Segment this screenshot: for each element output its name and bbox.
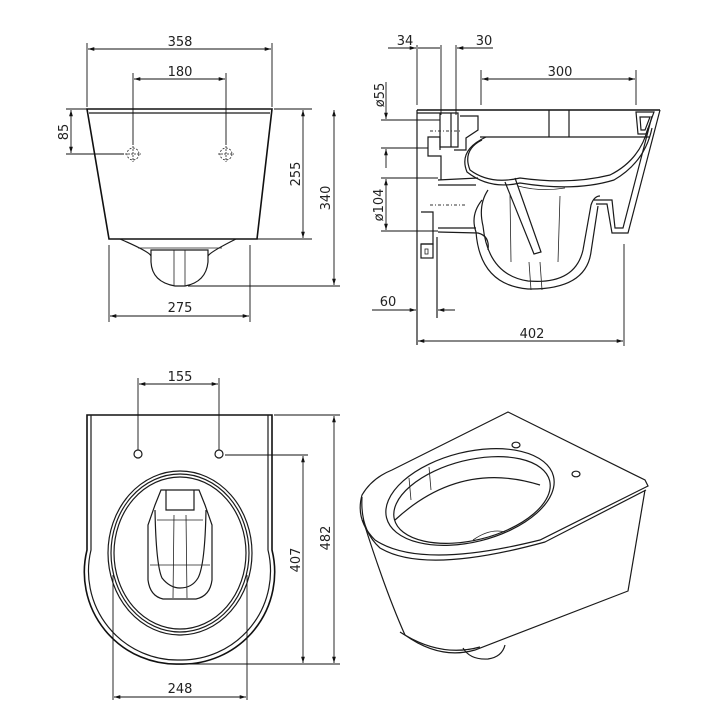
svg-text:248: 248 — [168, 682, 193, 697]
front-base-curve — [119, 238, 237, 257]
top-fixing-hole-left — [133, 449, 143, 459]
svg-text:358: 358 — [168, 35, 193, 50]
dim-180: 180 — [132, 65, 227, 145]
top-outline — [83, 414, 276, 665]
svg-text:340: 340 — [319, 186, 334, 211]
iso-fixing-hole-right — [571, 470, 581, 478]
dim-482: 482 — [274, 414, 340, 663]
side-section-view: 34 30 300 ø55 ø104 60 — [372, 34, 661, 346]
dim-34-30: 34 30 — [388, 34, 493, 115]
dim-358: 358 — [86, 35, 273, 107]
top-fixing-hole-right — [214, 449, 224, 459]
svg-text:407: 407 — [289, 548, 304, 573]
dim-340: 340 — [188, 110, 340, 287]
dim-248: 248 — [112, 575, 248, 700]
dim-407: 407 — [182, 454, 340, 665]
svg-text:30: 30 — [476, 34, 493, 49]
dim-85: 85 — [57, 108, 124, 155]
svg-text:402: 402 — [520, 327, 545, 342]
dim-155: 155 — [137, 370, 220, 450]
front-fixing-hole-right — [218, 146, 234, 162]
svg-text:300: 300 — [548, 65, 573, 80]
iso-fixing-hole-left — [511, 441, 521, 449]
svg-text:482: 482 — [319, 526, 334, 551]
svg-text:255: 255 — [289, 162, 304, 187]
iso-top-surface — [359, 411, 649, 556]
dim-dia-104: ø104 — [372, 177, 438, 232]
svg-text:275: 275 — [168, 301, 193, 316]
front-view: 358 180 85 255 340 — [57, 35, 340, 322]
top-view: 155 407 482 248 — [83, 370, 340, 700]
dim-300: 300 — [480, 65, 637, 105]
front-fixing-hole-left — [125, 146, 141, 162]
svg-text:60: 60 — [380, 295, 397, 310]
dim-60: 60 — [372, 295, 455, 312]
svg-text:155: 155 — [168, 370, 193, 385]
front-outlet — [150, 249, 209, 287]
dim-402: 402 — [418, 244, 625, 346]
dim-dia-55: ø55 — [373, 82, 440, 168]
svg-text:ø55: ø55 — [373, 83, 388, 108]
svg-text:ø104: ø104 — [372, 189, 387, 222]
dim-255: 255 — [254, 108, 312, 240]
svg-text:34: 34 — [397, 34, 414, 49]
isometric-view — [359, 411, 649, 660]
front-body-outline — [86, 108, 273, 240]
dim-275: 275 — [108, 245, 251, 322]
svg-text:85: 85 — [57, 124, 72, 141]
svg-text:180: 180 — [168, 65, 193, 80]
